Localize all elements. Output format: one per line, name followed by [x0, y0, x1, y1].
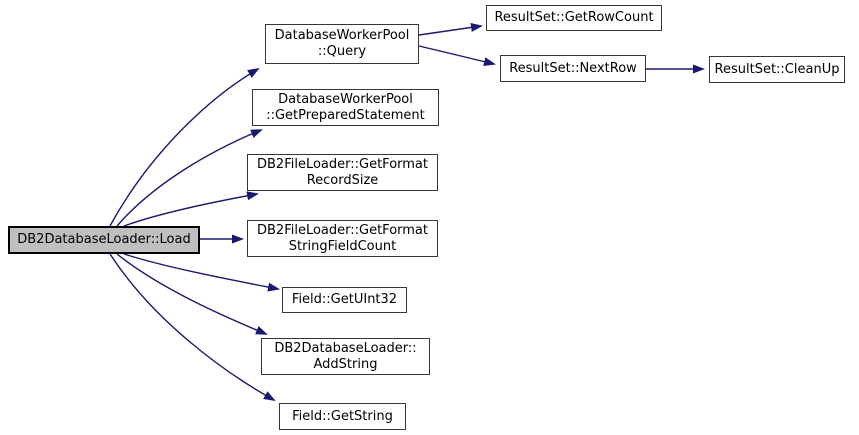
- node-get-format-record-size[interactable]: DB2FileLoader::GetFormat RecordSize: [247, 154, 438, 191]
- node-next-row[interactable]: ResultSet::NextRow: [500, 55, 646, 82]
- node-get-uint32[interactable]: Field::GetUInt32: [282, 287, 407, 313]
- edge-load-get-uint32: [123, 253, 280, 292]
- node-query[interactable]: DatabaseWorkerPool ::Query: [265, 24, 419, 64]
- node-get-prepared-statement[interactable]: DatabaseWorkerPool ::GetPreparedStatemen…: [252, 89, 439, 126]
- edge-load-add-string: [116, 253, 268, 335]
- edge-query-next-row: [418, 45, 496, 66]
- node-clean-up[interactable]: ResultSet::CleanUp: [709, 56, 845, 83]
- node-get-string[interactable]: Field::GetString: [279, 403, 406, 430]
- edge-load-get-format-record-size: [123, 191, 259, 227]
- edge-query-get-row-count: [418, 22, 483, 36]
- node-load: DB2DatabaseLoader::Load: [8, 226, 200, 254]
- edge-load-get-string: [109, 253, 276, 401]
- node-get-row-count[interactable]: ResultSet::GetRowCount: [486, 5, 662, 31]
- edge-load-query: [109, 67, 260, 227]
- edge-load-get-prepared-statement: [116, 129, 263, 227]
- node-get-format-string-field-count[interactable]: DB2FileLoader::GetFormat StringFieldCoun…: [247, 220, 438, 257]
- node-add-string[interactable]: DB2DatabaseLoader:: AddString: [261, 338, 430, 375]
